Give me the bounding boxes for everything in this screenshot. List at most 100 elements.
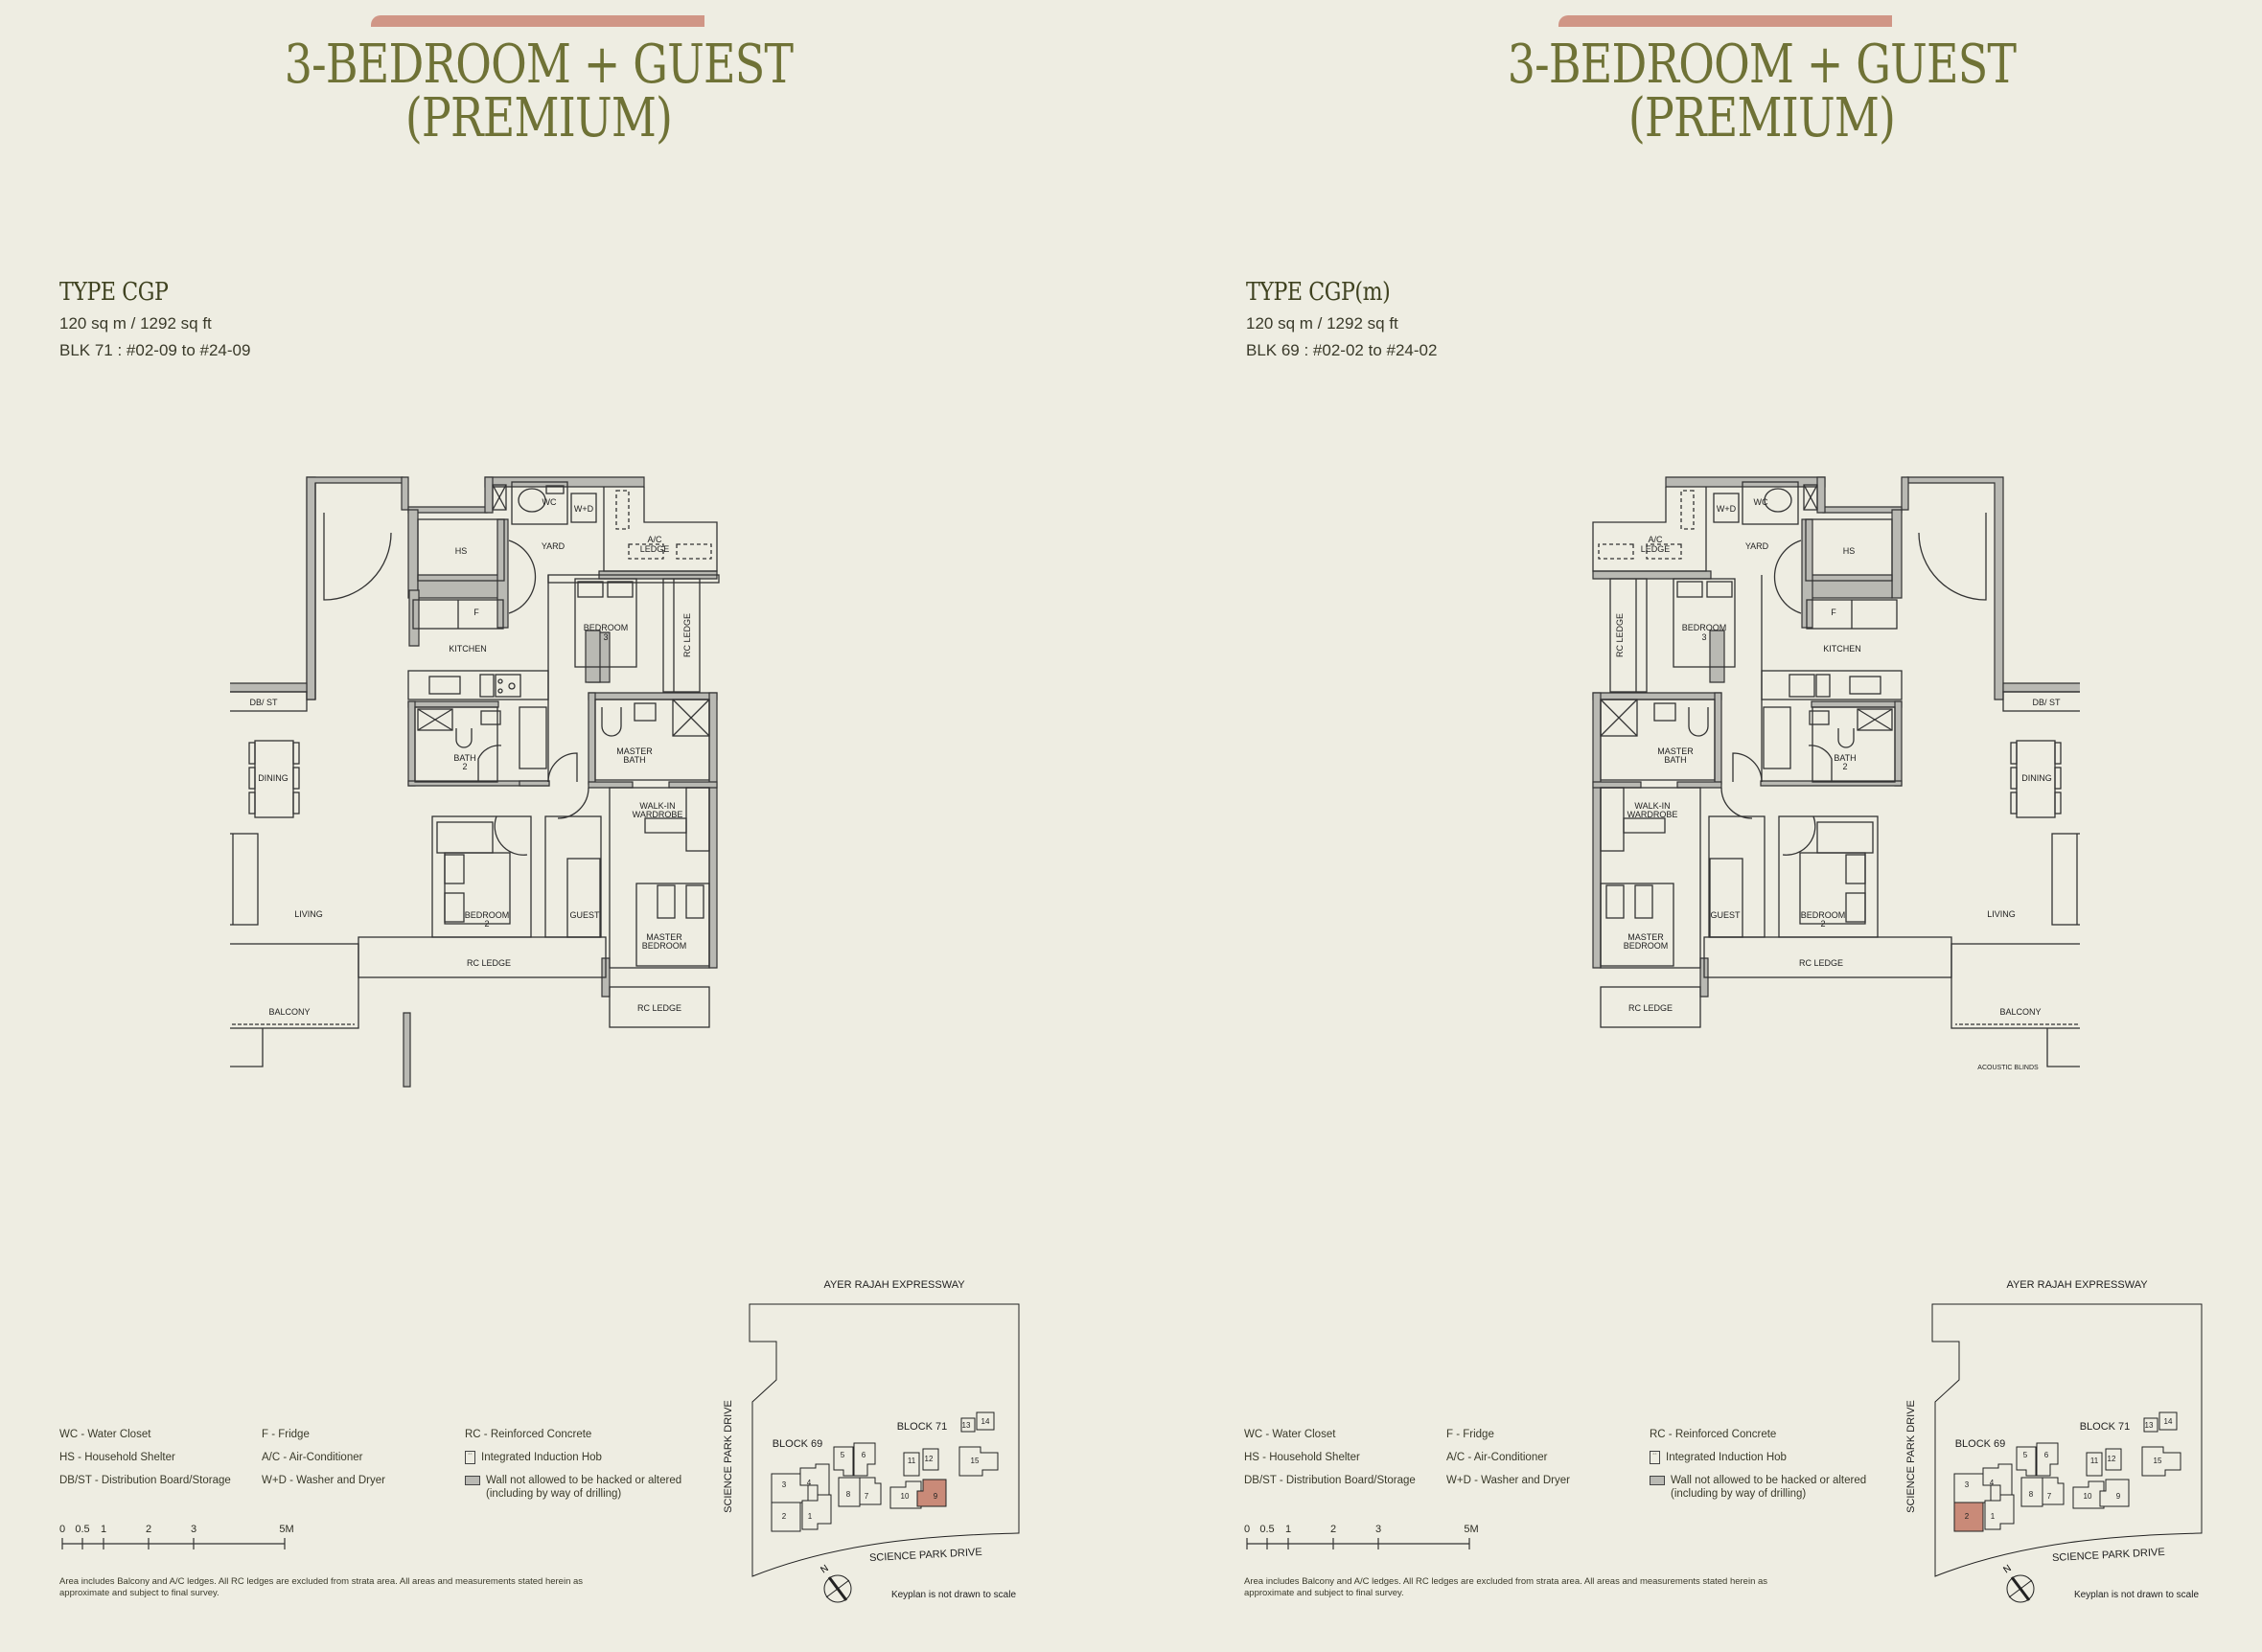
highlighted-unit-shape: [1953, 1502, 1984, 1532]
legend-item: DB/ST - Distribution Board/Storage: [59, 1475, 231, 1486]
room-label-living: LIVING: [1987, 909, 2016, 919]
unit-area: 120 sq m / 1292 sq ft: [59, 314, 212, 333]
site-keyplan: AYER RAJAH EXPRESSWAY SCIENCE PARK DRIVE…: [723, 1279, 1020, 1603]
room-label-dining: DINING: [2021, 773, 2052, 783]
legend-hob-label: Integrated Induction Hob: [481, 1452, 602, 1463]
north-label: N: [819, 1563, 830, 1575]
svg-text:7: 7: [2047, 1492, 2052, 1501]
svg-text:15: 15: [971, 1457, 980, 1465]
block-label-71: BLOCK 71: [2080, 1421, 2131, 1433]
room-label-bedroom-2: BEDROOM: [465, 910, 510, 920]
scale-label: 1: [1284, 1524, 1292, 1535]
svg-text:8: 8: [2029, 1490, 2034, 1499]
unit-category-title: 3-BEDROOM + GUEST (PREMIUM): [1320, 38, 2204, 146]
scale-label: 2: [1329, 1524, 1337, 1535]
road-label-left: SCIENCE PARK DRIVE: [723, 1400, 734, 1513]
legend-item: HS - Household Shelter: [1244, 1452, 1360, 1463]
scale-bar: 0 0.5 1 2 3 5M: [1244, 1524, 1484, 1554]
room-label-master-bath: MASTER: [1657, 746, 1694, 756]
legend-item-hob: ◦◦Integrated Induction Hob: [1650, 1451, 1866, 1474]
scale-label: 1: [100, 1524, 107, 1535]
room-label-guest: GUEST: [569, 910, 600, 920]
keyplan-note: Keyplan is not drawn to scale: [891, 1590, 1017, 1600]
north-arrow-icon: N: [819, 1563, 852, 1603]
svg-text:1: 1: [1991, 1512, 1996, 1521]
svg-text:4: 4: [1990, 1479, 1995, 1487]
room-label-hs: HS: [455, 546, 468, 556]
svg-text:11: 11: [908, 1457, 916, 1465]
room-label-rc-ledge-vertical: RC LEDGE: [682, 613, 692, 657]
area-disclaimer: Area includes Balcony and A/C ledges. Al…: [59, 1576, 584, 1598]
room-label-rc-ledge: RC LEDGE: [467, 958, 511, 968]
legend: WC - Water Closet HS - Household Shelter…: [1244, 1428, 1866, 1504]
road-label-top: AYER RAJAH EXPRESSWAY: [823, 1279, 965, 1291]
accent-bar: [1558, 15, 1892, 27]
north-arrow-icon: N: [2001, 1563, 2035, 1603]
room-label-rc-ledge-2: RC LEDGE: [637, 1003, 681, 1013]
scale-label: 0.5: [75, 1524, 90, 1535]
title-line-2: (PREMIUM): [404, 87, 673, 149]
unit-numbers: BLK 71 : #02-09 to #24-09: [59, 341, 251, 359]
room-label-bedroom-3-num: 3: [603, 632, 608, 642]
room-label-rc-ledge: RC LEDGE: [1799, 958, 1843, 968]
legend-item: HS - Household Shelter: [59, 1452, 175, 1463]
svg-text:3: 3: [782, 1480, 787, 1489]
scale-ruler: [1246, 1538, 1470, 1549]
unit-area: 120 sq m / 1292 sq ft: [1246, 314, 1398, 333]
room-label-bedroom-2-num: 2: [1820, 919, 1825, 929]
room-label-yard: YARD: [542, 541, 566, 551]
room-label-dining: DINING: [258, 773, 289, 783]
svg-text:12: 12: [925, 1455, 934, 1463]
legend-item: WC - Water Closet: [1244, 1429, 1336, 1440]
svg-text:9: 9: [934, 1492, 938, 1501]
scale-label: 0: [1243, 1524, 1251, 1535]
legend-item: F - Fridge: [262, 1429, 310, 1440]
scale-label: 3: [190, 1524, 197, 1535]
floor-plan-drawing: HS WC W+D YARD A/C LEDGE F KITCHEN BEDRO…: [1592, 476, 2080, 1071]
room-label-wd: W+D: [574, 504, 594, 514]
north-label: N: [2001, 1563, 2013, 1575]
site-keyplan: AYER RAJAH EXPRESSWAY SCIENCE PARK DRIVE…: [1905, 1279, 2203, 1603]
room-label-bath-2: BATH: [1834, 753, 1856, 763]
room-label-guest: GUEST: [1710, 910, 1741, 920]
induction-hob-icon: ◦◦: [1650, 1451, 1660, 1464]
legend-item: A/C - Air-Conditioner: [262, 1452, 363, 1463]
room-label-ac-ledge-2: LEDGE: [640, 544, 670, 554]
road-label-top: AYER RAJAH EXPRESSWAY: [2006, 1279, 2148, 1291]
room-label-fridge: F: [473, 608, 479, 617]
room-label-rc-ledge-2: RC LEDGE: [1628, 1003, 1673, 1013]
svg-text:5: 5: [841, 1451, 845, 1459]
room-label-walkin-2: WARDROBE: [633, 810, 683, 819]
room-label-master-bedroom: MASTER: [1627, 932, 1664, 942]
scale-label: 5M: [1464, 1524, 1479, 1535]
legend-item-wall: Wall not allowed to be hacked or altered…: [1650, 1474, 1866, 1500]
scale-label: 2: [145, 1524, 152, 1535]
svg-text:11: 11: [2090, 1457, 2099, 1465]
svg-text:15: 15: [2154, 1457, 2162, 1465]
room-label-ac-ledge: A/C: [647, 535, 662, 544]
room-label-walkin: WALK-IN: [1634, 801, 1670, 811]
scale-label: 0.5: [1259, 1524, 1275, 1535]
floorplan-panel-cgp-m: 3-BEDROOM + GUEST (PREMIUM) TYPE CGP(m) …: [1187, 0, 2262, 1652]
label-acoustic-blinds: ACOUSTIC BLINDS: [1977, 1065, 2039, 1071]
unit-category-title: 3-BEDROOM + GUEST (PREMIUM): [97, 38, 981, 146]
room-label-db-st: DB/ ST: [249, 698, 278, 707]
legend-item: WC - Water Closet: [59, 1429, 151, 1440]
room-label-master-bedroom-2: BEDROOM: [642, 941, 687, 951]
room-label-wd: W+D: [1717, 504, 1737, 514]
room-label-wc: WC: [542, 497, 557, 507]
legend-item: RC - Reinforced Concrete: [465, 1429, 592, 1440]
room-label-bath-2-num: 2: [462, 762, 467, 771]
svg-text:13: 13: [962, 1421, 971, 1430]
svg-text:10: 10: [901, 1492, 910, 1501]
wall-swatch-icon: [465, 1476, 480, 1485]
title-line-1: 3-BEDROOM + GUEST: [1507, 34, 2017, 96]
legend-item: RC - Reinforced Concrete: [1650, 1429, 1777, 1440]
unit-type-info: TYPE CGP(m) 120 sq m / 1292 sq ft BLK 69…: [1246, 278, 1437, 360]
legend-item: F - Fridge: [1446, 1429, 1494, 1440]
scale-bar: 0 0.5 1 2 3 5M: [59, 1524, 299, 1554]
room-label-walkin: WALK-IN: [639, 801, 675, 811]
title-line-2: (PREMIUM): [1627, 87, 1896, 149]
room-label-bedroom-3: BEDROOM: [1682, 623, 1727, 632]
svg-text:8: 8: [846, 1490, 851, 1499]
